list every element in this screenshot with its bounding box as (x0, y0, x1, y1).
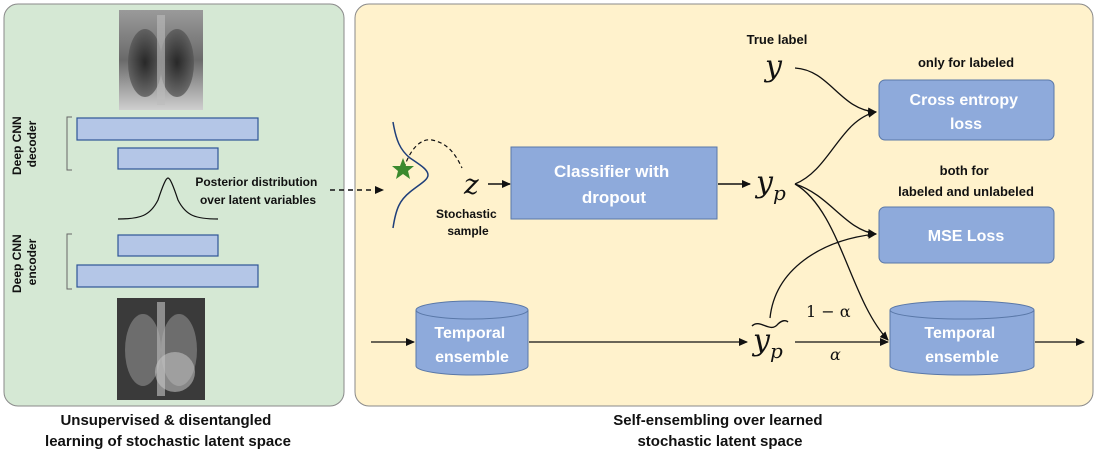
posterior-label: Posterior distribution over latent varia… (195, 175, 320, 207)
posterior-curve (117, 177, 219, 220)
temporal-ensemble-2-cylinder (889, 300, 1035, 376)
z-symbol: z (463, 168, 479, 201)
cross-entropy-box (878, 79, 1055, 141)
classifier-box (510, 146, 718, 220)
xray-image-top (119, 10, 203, 110)
mse-loss-box (878, 206, 1055, 264)
temporal-ensemble-1-cylinder (415, 300, 529, 376)
yp-to-temporal-ensemble-arrow (794, 183, 889, 341)
svg-text:y: y (754, 165, 774, 200)
encoder-bar-wide (76, 264, 259, 288)
temporal-ensemble-2-label: Temporal ensemble (924, 325, 999, 366)
ytilde-symbol: y p (751, 319, 789, 363)
cross-entropy-label: Cross entropy loss (910, 92, 1023, 133)
both-labeled-unlabeled-label: both for labeled and unlabeled (898, 163, 1034, 199)
encoder-label: Deep CNN encoder (10, 231, 39, 293)
encoder-bar-narrow (117, 234, 219, 257)
ytilde-to-mse-arrow (769, 230, 877, 319)
mse-loss-label: MSE Loss (928, 228, 1005, 245)
yp-to-mse-arrow (794, 183, 877, 237)
svg-text:p: p (773, 181, 786, 205)
right-caption: Self-ensembling over learned stochastic … (613, 412, 826, 450)
yp-to-cross-entropy-arrow (794, 109, 877, 185)
sampling-distribution-curve (392, 121, 429, 229)
svg-text:y: y (751, 323, 771, 358)
left-panel (3, 3, 345, 407)
alpha-label: α (830, 345, 841, 364)
svg-text:p: p (770, 339, 783, 363)
decoder-bar-wide (76, 117, 259, 141)
yp-symbol: y p (754, 165, 786, 205)
y-symbol: y (763, 49, 783, 84)
sample-dashed-arc (403, 139, 463, 169)
one-minus-alpha-label: 1 − α (806, 302, 851, 321)
left-caption: Unsupervised & disentangled learning of … (45, 412, 291, 450)
y-to-cross-entropy-arrow (794, 67, 877, 116)
sample-star-icon (392, 158, 414, 179)
classifier-label: Classifier with dropout (554, 162, 674, 207)
decoder-label: Deep CNN decoder (10, 113, 39, 175)
stochastic-sample-label: Stochastic sample (436, 207, 500, 238)
true-label-text: True label (747, 32, 808, 47)
decoder-bracket (66, 116, 72, 171)
xray-image-bottom (117, 298, 205, 400)
only-labeled-label: only for labeled (918, 55, 1014, 70)
encoder-bracket (66, 233, 72, 290)
decoder-bar-narrow (117, 147, 219, 170)
temporal-ensemble-1-label: Temporal ensemble (434, 325, 509, 366)
